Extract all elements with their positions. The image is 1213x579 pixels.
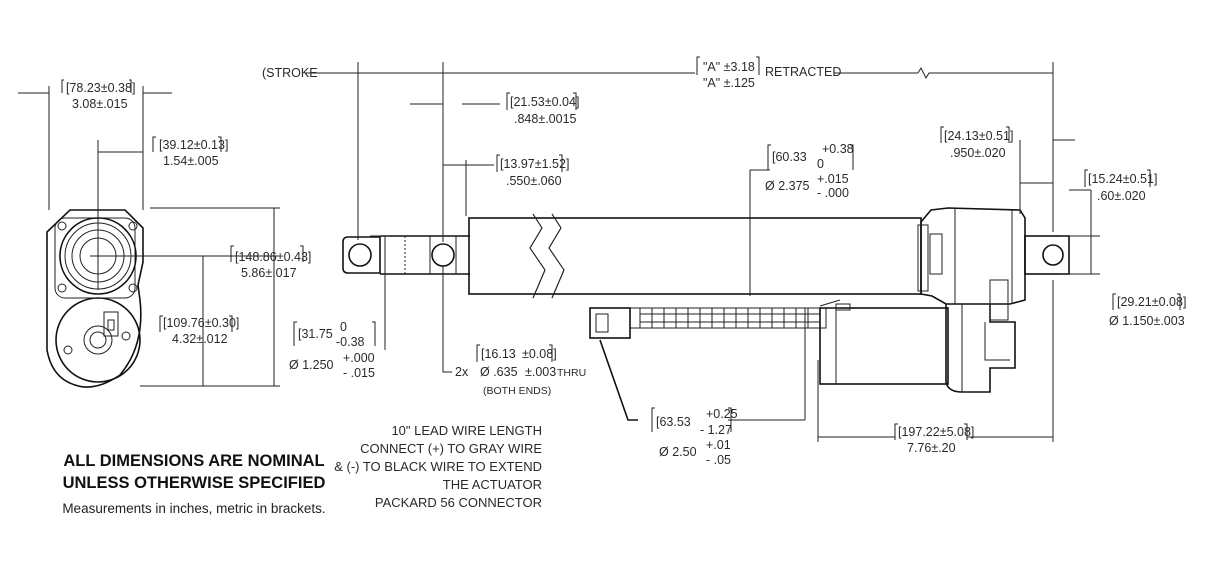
svg-text:+.000: +.000 bbox=[343, 351, 375, 365]
svg-text:(STROKE: (STROKE bbox=[262, 66, 318, 80]
svg-text:[24.13±0.51]: [24.13±0.51] bbox=[944, 129, 1013, 143]
svg-text:[148.86±0.43]: [148.86±0.43] bbox=[235, 250, 311, 264]
rod-dia-dim: [31.75 0 -0.38 Ø 1.250 +.000 - .015 bbox=[289, 320, 376, 380]
svg-text:RETRACTED: RETRACTED bbox=[765, 65, 841, 79]
svg-text:[13.97±1.52]: [13.97±1.52] bbox=[500, 157, 569, 171]
tube-dia-dim: [60.33 +0.38 0 Ø 2.375 +.015 - .000 bbox=[765, 142, 854, 200]
svg-text:4.32±.012: 4.32±.012 bbox=[172, 332, 228, 346]
svg-text:[16.13: [16.13 bbox=[481, 347, 516, 361]
heading-line-2: UNLESS OTHERWISE SPECIFIED bbox=[63, 474, 326, 492]
svg-text:CONNECT (+) TO GRAY WIRE: CONNECT (+) TO GRAY WIRE bbox=[360, 441, 542, 456]
svg-text:- .05: - .05 bbox=[706, 453, 731, 467]
svg-text:±.003: ±.003 bbox=[525, 365, 556, 379]
svg-text:[29.21±0.08]: [29.21±0.08] bbox=[1117, 295, 1186, 309]
wire-note: 10" LEAD WIRE LENGTH CONNECT (+) TO GRAY… bbox=[334, 423, 542, 510]
svg-text:[15.24±0.51]: [15.24±0.51] bbox=[1088, 172, 1157, 186]
svg-text:THE ACTUATOR: THE ACTUATOR bbox=[443, 477, 542, 492]
svg-text:- .000: - .000 bbox=[817, 186, 849, 200]
svg-text:Ø 1.150±.003: Ø 1.150±.003 bbox=[1109, 314, 1185, 328]
end-view bbox=[18, 86, 280, 388]
svg-text:"A" ±3.18: "A" ±3.18 bbox=[703, 60, 755, 74]
svg-text:[109.76±0.30]: [109.76±0.30] bbox=[163, 316, 239, 330]
svg-text:2x: 2x bbox=[455, 365, 469, 379]
svg-text:[39.12±0.13]: [39.12±0.13] bbox=[159, 138, 228, 152]
svg-text:Ø 1.250: Ø 1.250 bbox=[289, 358, 334, 372]
side-dim-lines bbox=[305, 62, 1100, 442]
rear-15-dim: [15.24±0.51] .60±.020 bbox=[1084, 169, 1157, 203]
svg-text:Ø 2.50: Ø 2.50 bbox=[659, 445, 697, 459]
end-offset-dim: [39.12±0.13] 1.54±.005 bbox=[152, 136, 228, 168]
rod-end-21-dim: [21.53±0.04] .848±.0015 bbox=[506, 92, 579, 126]
side-view bbox=[342, 207, 1070, 421]
svg-text:10" LEAD WIRE LENGTH: 10" LEAD WIRE LENGTH bbox=[391, 423, 542, 438]
svg-text:.950±.020: .950±.020 bbox=[950, 146, 1006, 160]
svg-text:PACKARD 56 CONNECTOR: PACKARD 56 CONNECTOR bbox=[375, 495, 542, 510]
svg-text:[197.22±5.08]: [197.22±5.08] bbox=[898, 425, 974, 439]
svg-text:+0.38: +0.38 bbox=[822, 142, 854, 156]
end-height-dim: [148.86±0.43] 5.86±.017 bbox=[230, 245, 311, 280]
motor-len-dim: [197.22±5.08] 7.76±.20 bbox=[894, 423, 974, 455]
svg-text:0: 0 bbox=[340, 320, 347, 334]
rear-height-dim: [29.21±0.08] Ø 1.150±.003 bbox=[1109, 293, 1186, 328]
retracted-dim: "A" ±3.18 "A" ±.125 RETRACTED bbox=[696, 56, 841, 90]
motor-dia-dim: [63.53 +0.25 - 1.27 Ø 2.50 +.01 - .05 bbox=[651, 407, 738, 467]
svg-text:- 1.27: - 1.27 bbox=[700, 423, 732, 437]
svg-text:(BOTH ENDS): (BOTH ENDS) bbox=[483, 385, 551, 397]
end-width-dim: [78.23±0.38] 3.08±.015 bbox=[61, 79, 135, 111]
svg-text:.60±.020: .60±.020 bbox=[1097, 189, 1146, 203]
svg-text:[63.53: [63.53 bbox=[656, 415, 691, 429]
svg-text:- .015: - .015 bbox=[343, 366, 375, 380]
svg-text:+0.25: +0.25 bbox=[706, 407, 738, 421]
rear-24-dim: [24.13±0.51] .950±.020 bbox=[940, 126, 1013, 160]
svg-text:[21.53±0.04]: [21.53±0.04] bbox=[510, 95, 579, 109]
svg-text:[60.33: [60.33 bbox=[772, 150, 807, 164]
svg-text:& (-) TO BLACK WIRE TO EXTEND: & (-) TO BLACK WIRE TO EXTEND bbox=[334, 459, 542, 474]
heading-line-1: ALL DIMENSIONS ARE NOMINAL bbox=[63, 452, 324, 470]
svg-text:+.01: +.01 bbox=[706, 438, 731, 452]
svg-text:3.08±.015: 3.08±.015 bbox=[72, 97, 128, 111]
units-note: Measurements in inches, metric in bracke… bbox=[62, 501, 325, 516]
holes-dim: [16.13 ±0.08] 2x Ø .635 ±.003 THRU (BOTH… bbox=[455, 344, 586, 397]
svg-text:7.76±.20: 7.76±.20 bbox=[907, 441, 956, 455]
stroke-dim: (STROKE bbox=[262, 66, 318, 80]
end-center-dim: [109.76±0.30] 4.32±.012 bbox=[159, 315, 239, 346]
svg-text:THRU: THRU bbox=[557, 367, 586, 379]
svg-text:0: 0 bbox=[817, 157, 824, 171]
rod-end-13-dim: [13.97±1.52] .550±.060 bbox=[496, 154, 569, 188]
svg-text:"A" ±.125: "A" ±.125 bbox=[703, 76, 755, 90]
svg-text:1.54±.005: 1.54±.005 bbox=[163, 154, 219, 168]
nominal-heading: ALL DIMENSIONS ARE NOMINAL UNLESS OTHERW… bbox=[62, 452, 325, 516]
svg-text:+.015: +.015 bbox=[817, 172, 849, 186]
svg-text:5.86±.017: 5.86±.017 bbox=[241, 266, 297, 280]
svg-text:Ø .635: Ø .635 bbox=[480, 365, 518, 379]
svg-text:[31.75: [31.75 bbox=[298, 327, 333, 341]
svg-text:-0.38: -0.38 bbox=[336, 335, 365, 349]
svg-text:Ø 2.375: Ø 2.375 bbox=[765, 179, 810, 193]
svg-text:[78.23±0.38]: [78.23±0.38] bbox=[66, 81, 135, 95]
svg-text:.550±.060: .550±.060 bbox=[506, 174, 562, 188]
svg-text:.848±.0015: .848±.0015 bbox=[514, 112, 577, 126]
svg-text:±0.08]: ±0.08] bbox=[522, 347, 557, 361]
